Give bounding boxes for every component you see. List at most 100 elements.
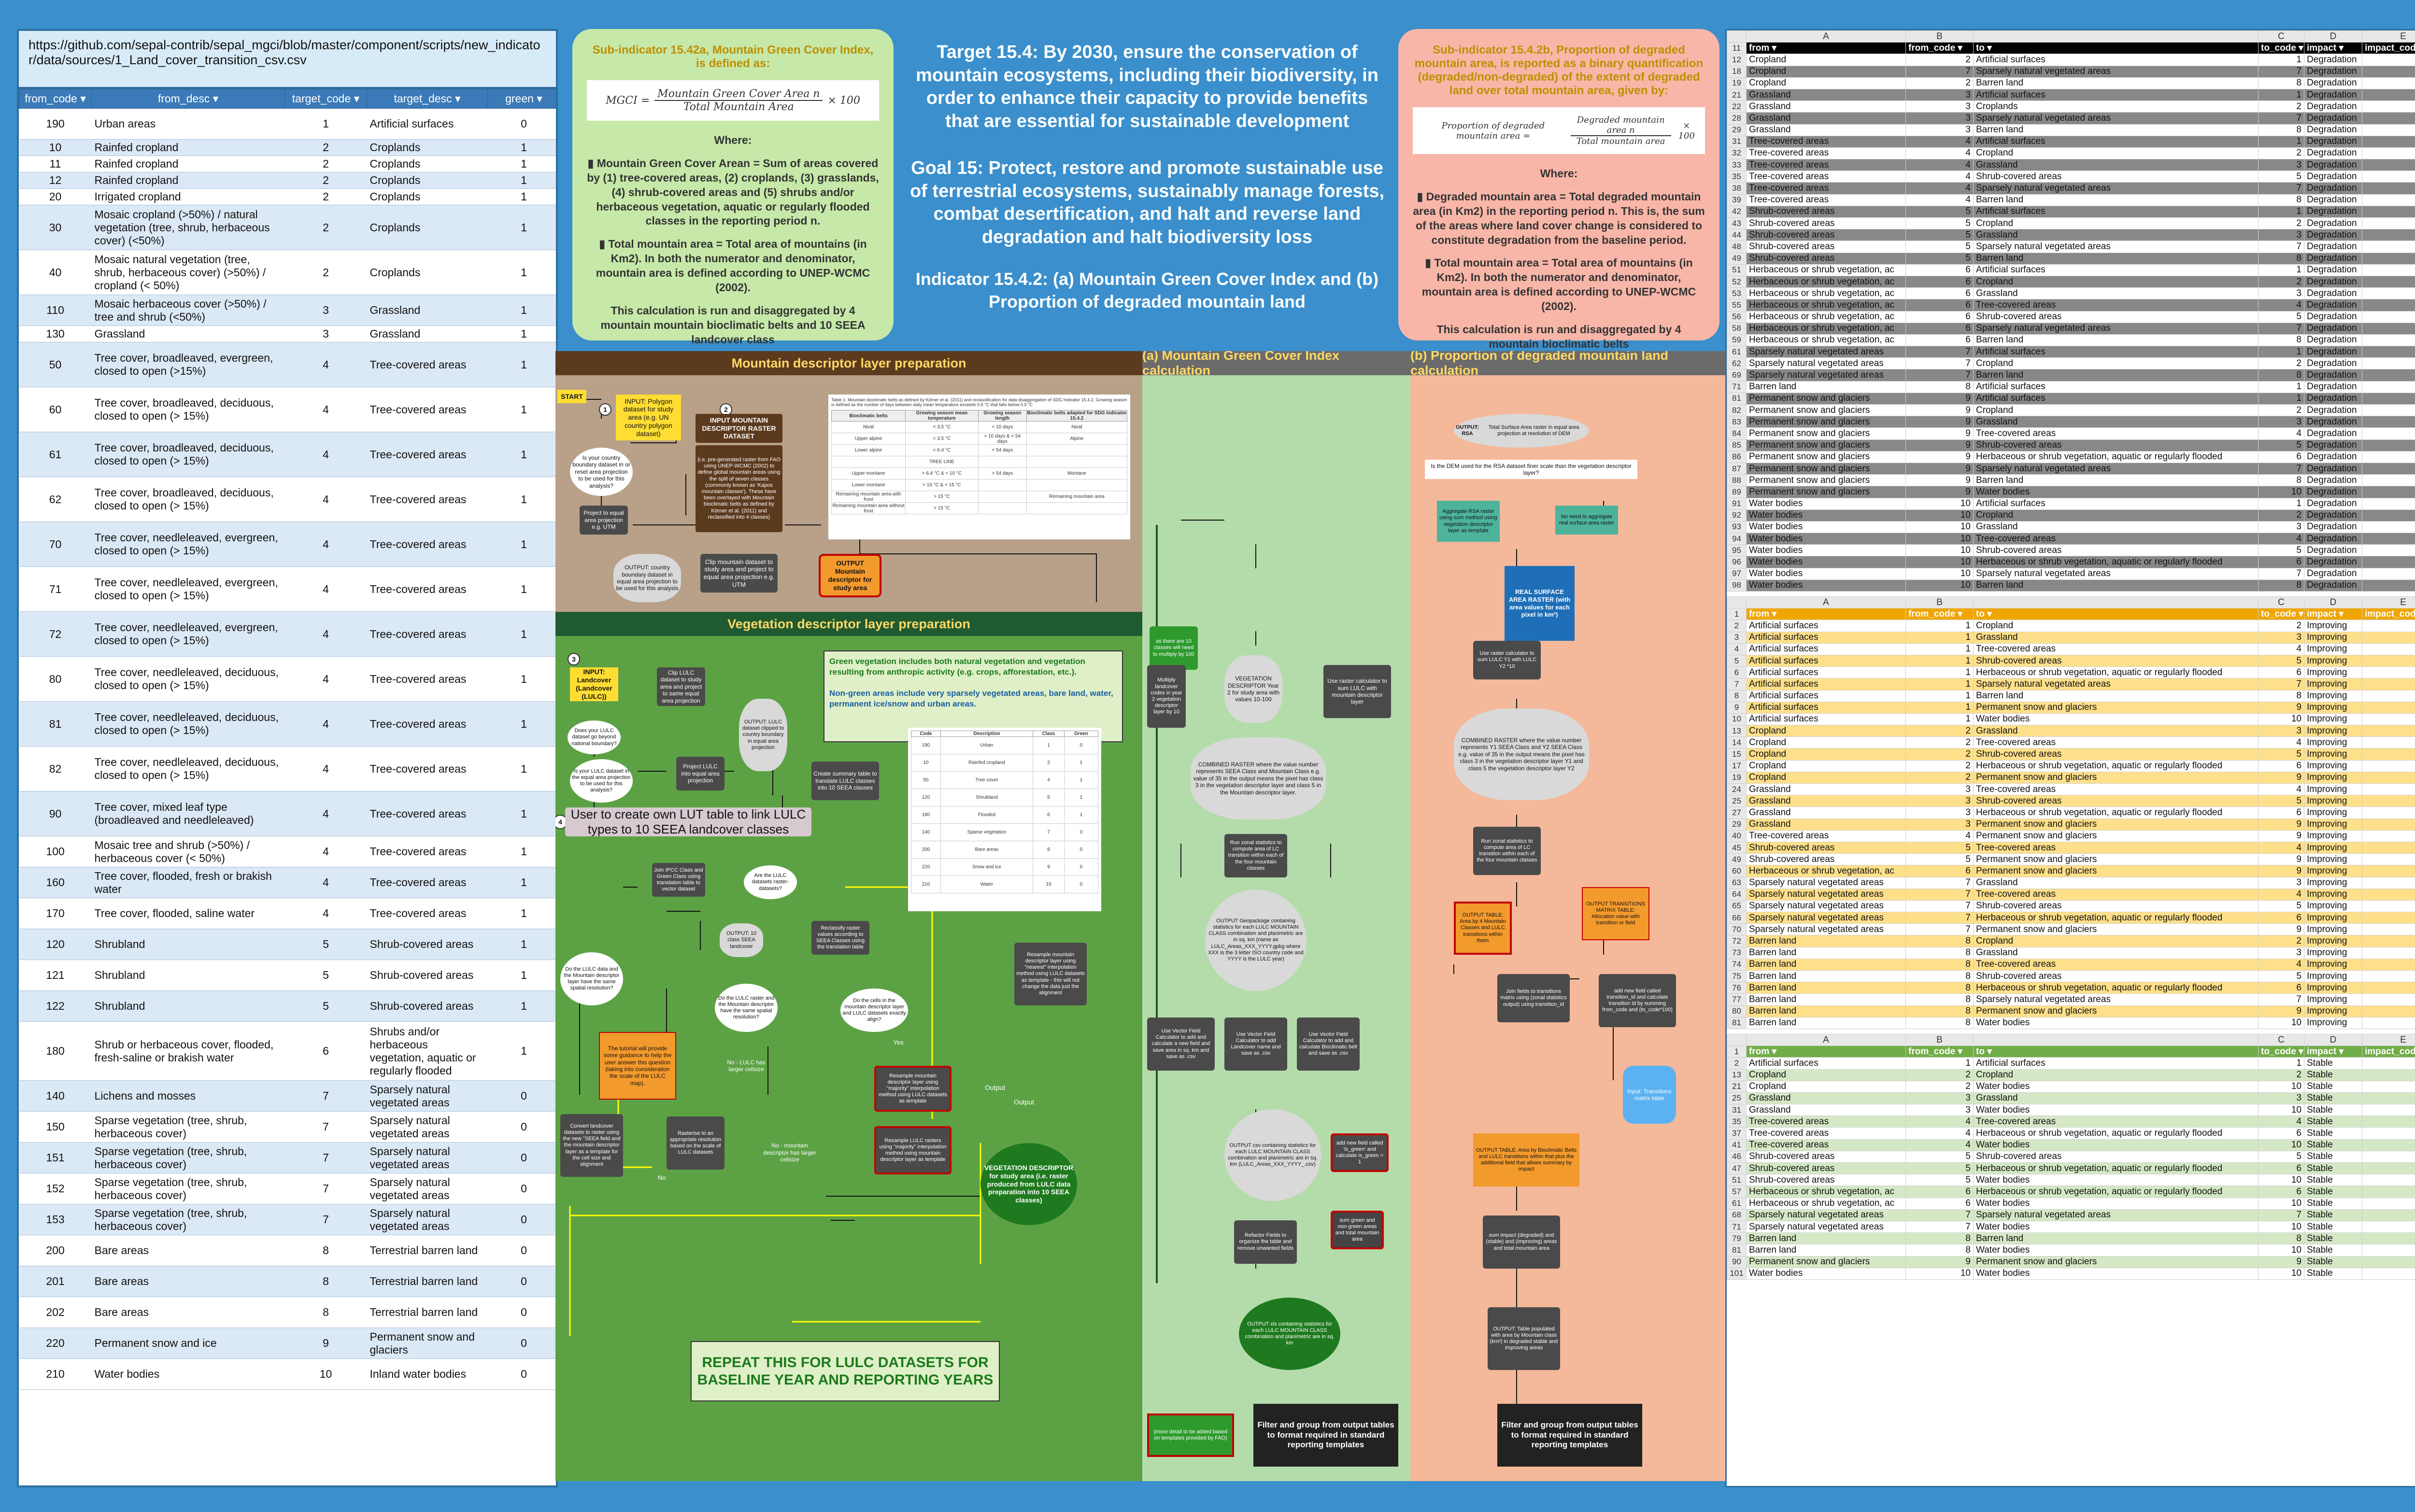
lut-col-header[interactable]: from_code ▾ bbox=[19, 89, 92, 109]
cell-impact: Improving bbox=[2304, 1005, 2362, 1017]
filter-header[interactable]: impact ▾ bbox=[2304, 42, 2362, 55]
column-letter[interactable] bbox=[1973, 596, 2259, 609]
cell-to: Artificial surfaces bbox=[1973, 88, 2259, 101]
filter-header[interactable]: from_code ▾ bbox=[1905, 42, 1974, 55]
step-1-marker: 1 bbox=[599, 403, 611, 416]
cell-to: Sparsely natural vegetated areas bbox=[1973, 1209, 2259, 1221]
filter-header[interactable]: to ▾ bbox=[1973, 608, 2259, 621]
bio-cell: Upper alpine bbox=[831, 433, 906, 445]
row-number: 12 bbox=[1727, 54, 1747, 66]
filter-header[interactable]: from_code ▾ bbox=[1905, 1046, 1974, 1058]
cell-impact: Degradation bbox=[2304, 579, 2362, 592]
lut-col-header[interactable]: green ▾ bbox=[487, 89, 556, 109]
bio-cell bbox=[978, 456, 1027, 468]
lut-col-header[interactable]: target_code ▾ bbox=[284, 89, 367, 109]
cell-to: Artificial surfaces bbox=[1973, 1057, 2259, 1070]
filter-header[interactable]: impact ▾ bbox=[2304, 1046, 2362, 1058]
column-letter[interactable]: D bbox=[2304, 596, 2362, 609]
column-letter[interactable]: C bbox=[2258, 30, 2304, 43]
lut-cell: Croplands bbox=[367, 250, 488, 295]
cell-to-code: 4 bbox=[2258, 1116, 2304, 1128]
filter-header[interactable]: impact ▾ bbox=[2304, 608, 2362, 621]
column-letter[interactable]: E bbox=[2362, 30, 2415, 43]
column-letter[interactable]: D bbox=[2304, 1033, 2362, 1046]
rsa-output-note: Total Surface Area raster in equal area … bbox=[1488, 424, 1579, 437]
filter-header[interactable]: impact_code ▾ bbox=[2362, 1046, 2415, 1058]
filter-header[interactable]: impact_code ▾ bbox=[2362, 608, 2415, 621]
cell-from-code: 5 bbox=[1905, 229, 1974, 241]
cell-impact: Stable bbox=[2304, 1174, 2362, 1187]
cell-to: Cropland bbox=[1973, 147, 2259, 160]
cell-from: Shrub-covered areas bbox=[1746, 1162, 1906, 1175]
filter-header[interactable]: to ▾ bbox=[1973, 1046, 2259, 1058]
row-number: 81 bbox=[1727, 1244, 1747, 1257]
lut-cell: Permanent snow and ice bbox=[91, 1328, 285, 1359]
filter-header[interactable]: to_code ▾ bbox=[2258, 608, 2304, 621]
cell-to-code: 3 bbox=[2258, 725, 2304, 737]
cell-from: Cropland bbox=[1746, 65, 1906, 78]
cell-impact-code: 1 bbox=[2362, 970, 2415, 983]
filter-header[interactable]: from_code ▾ bbox=[1905, 608, 1974, 621]
column-letter[interactable]: C bbox=[2258, 1033, 2304, 1046]
degraded-calculation-section: (b) Proportion of degraded mountain land… bbox=[1410, 351, 1725, 1481]
cell-to: Artificial surfaces bbox=[1973, 381, 2259, 393]
cell-from-code: 4 bbox=[1905, 159, 1974, 171]
degraded-multiplier: × 100 bbox=[1678, 120, 1695, 141]
lut-banner: User to create own LUT table to link LUL… bbox=[565, 807, 811, 836]
cell-from: Sparsely natural vegetated areas bbox=[1746, 876, 1906, 889]
cell-to: Herbaceous or shrub vegetation, aquatic … bbox=[1973, 666, 2259, 679]
seea-cell: Urban bbox=[940, 736, 1034, 754]
filter-header[interactable]: to ▾ bbox=[1973, 42, 2259, 55]
lut-col-header[interactable]: from_desc ▾ bbox=[91, 89, 285, 109]
filter-header[interactable]: from ▾ bbox=[1746, 42, 1906, 55]
filter-header[interactable]: to_code ▾ bbox=[2258, 42, 2304, 55]
cell-from: Cropland bbox=[1746, 77, 1906, 89]
filter-header[interactable]: from ▾ bbox=[1746, 1046, 1906, 1058]
column-letter[interactable]: B bbox=[1905, 596, 1974, 609]
lut-col-header[interactable]: target_desc ▾ bbox=[367, 89, 488, 109]
green-veg-text: Green vegetation includes both natural v… bbox=[829, 657, 1085, 677]
cell-to-code: 7 bbox=[2258, 322, 2304, 335]
lut-cell: 7 bbox=[284, 1204, 367, 1235]
source-url[interactable]: https://github.com/sepal-contrib/sepal_m… bbox=[19, 31, 556, 89]
cell-from-code: 4 bbox=[1905, 830, 1974, 842]
column-letter[interactable]: D bbox=[2304, 30, 2362, 43]
lut-cell: Permanent snow and glaciers bbox=[367, 1328, 488, 1359]
column-letter[interactable]: A bbox=[1746, 1033, 1906, 1046]
cell-to: Tree-covered areas bbox=[1973, 841, 2259, 854]
column-letter[interactable]: C bbox=[2258, 596, 2304, 609]
column-letter[interactable]: B bbox=[1905, 1033, 1974, 1046]
cell-to: Sparsely natural vegetated areas bbox=[1973, 182, 2259, 195]
seea-cell: 5 bbox=[1033, 789, 1065, 806]
lut-cell: 4 bbox=[284, 836, 367, 867]
cell-from-code: 1 bbox=[1905, 1057, 1974, 1070]
filter-header[interactable]: to_code ▾ bbox=[2258, 1046, 2304, 1058]
cell-to-code: 1 bbox=[2258, 88, 2304, 101]
column-letter[interactable]: B bbox=[1905, 30, 1974, 43]
lut-cell: 9 bbox=[284, 1328, 367, 1359]
column-letter[interactable] bbox=[1973, 1033, 2259, 1046]
lut-cell: 1 bbox=[487, 898, 556, 929]
column-letter[interactable]: A bbox=[1746, 30, 1906, 43]
column-letter[interactable]: E bbox=[2362, 1033, 2415, 1046]
column-letter[interactable]: E bbox=[2362, 596, 2415, 609]
filter-header[interactable]: from ▾ bbox=[1746, 608, 1906, 621]
column-letter[interactable] bbox=[1973, 30, 2259, 43]
cell-impact: Stable bbox=[2304, 1104, 2362, 1116]
bio-col-header: Bioclimatic belts adapted for SDG Indica… bbox=[1026, 410, 1128, 422]
cell-impact: Stable bbox=[2304, 1220, 2362, 1233]
filter-header[interactable]: impact_code ▾ bbox=[2362, 42, 2415, 55]
column-letter[interactable]: A bbox=[1746, 596, 1906, 609]
cell-from: Permanent snow and glaciers bbox=[1746, 1256, 1906, 1268]
